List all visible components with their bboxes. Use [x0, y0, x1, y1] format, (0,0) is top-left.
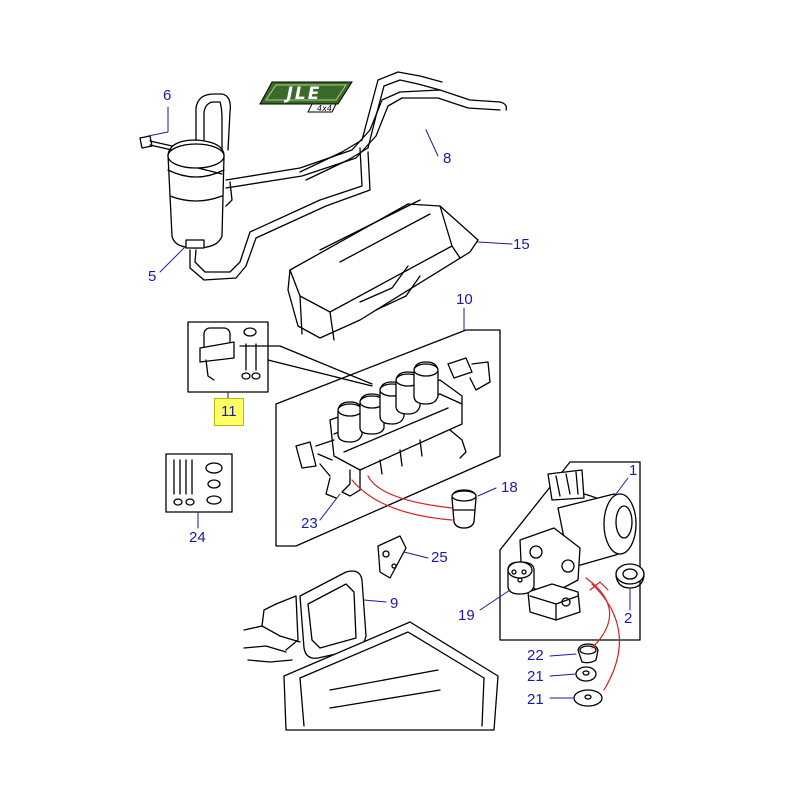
solenoid-kit-box[interactable] — [187, 321, 269, 393]
compressor-mount-washer-upper[interactable] — [575, 666, 597, 682]
compressor-mount-bush[interactable] — [577, 643, 599, 664]
red-leader-lines — [351, 475, 621, 691]
logo-subtext: 4x4 — [317, 104, 332, 113]
callout-8[interactable]: 8 — [443, 150, 452, 167]
callout-9[interactable]: 9 — [390, 595, 399, 612]
callout-25[interactable]: 25 — [431, 549, 448, 566]
callout-18[interactable]: 18 — [501, 479, 518, 496]
jle-logo — [259, 81, 353, 113]
leader-lines-upper — [147, 106, 513, 273]
callout-15[interactable]: 15 — [513, 236, 530, 253]
callout-19[interactable]: 19 — [458, 607, 475, 624]
isolator-grommet[interactable] — [615, 563, 645, 589]
pressure-switch[interactable] — [451, 489, 477, 529]
compressor-unit[interactable] — [519, 469, 637, 621]
compressor-filter[interactable] — [507, 561, 535, 595]
callout-21-upper[interactable]: 21 — [527, 668, 544, 685]
leader-lines-lower — [197, 307, 631, 699]
callout-21-lower[interactable]: 21 — [527, 691, 544, 708]
battery-tray[interactable] — [283, 621, 499, 731]
callout-11-highlighted[interactable]: 11 — [214, 398, 244, 426]
dryer-mounting-bolt[interactable] — [139, 135, 173, 151]
air-pipe-assembly[interactable] — [189, 71, 508, 281]
callout-24[interactable]: 24 — [189, 529, 206, 546]
logo-text: JLE — [286, 84, 322, 104]
callout-1[interactable]: 1 — [629, 462, 638, 479]
seal-kit-box[interactable] — [165, 453, 233, 513]
callout-10[interactable]: 10 — [456, 291, 473, 308]
mounting-bracket[interactable] — [377, 535, 407, 579]
callout-23[interactable]: 23 — [301, 515, 318, 532]
callout-5[interactable]: 5 — [148, 268, 157, 285]
callout-2[interactable]: 2 — [624, 610, 633, 627]
compressor-mount-washer-lower[interactable] — [573, 689, 603, 707]
solenoid-coils[interactable] — [337, 361, 439, 443]
callout-6[interactable]: 6 — [163, 87, 172, 104]
air-dryer-canister[interactable] — [167, 139, 225, 249]
valve-block-cover[interactable] — [287, 199, 479, 341]
callout-22[interactable]: 22 — [527, 647, 544, 664]
